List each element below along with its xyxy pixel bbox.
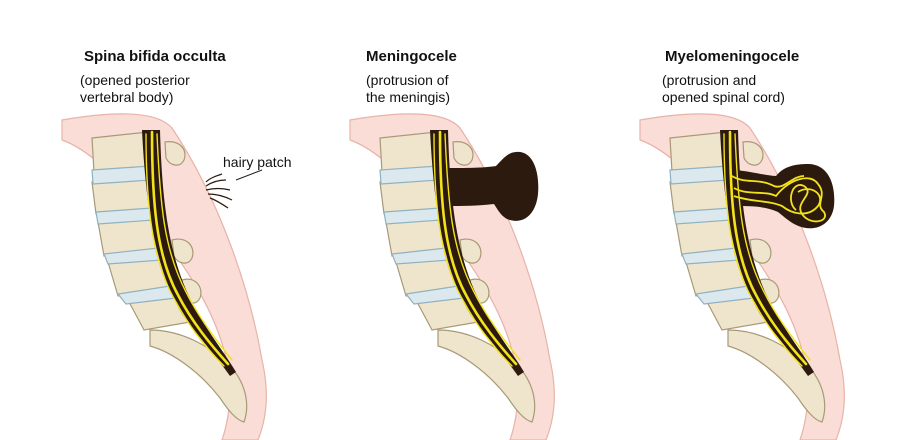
- panel-title-spina-bifida-occulta: Spina bifida occulta: [84, 48, 226, 65]
- panel-title-meningocele: Meningocele: [366, 48, 457, 65]
- panel-subtitle-spina-bifida-occulta: (opened posterior vertebral body): [80, 72, 190, 105]
- hairy-patch-label: hairy patch: [223, 154, 292, 170]
- spine-myelomeningocele: [639, 113, 845, 440]
- spine-meningocele: [349, 113, 555, 440]
- panel-title-myelomeningocele: Myelomeningocele: [665, 48, 800, 65]
- panel-subtitle-myelomeningocele: (protrusion and opened spinal cord): [662, 72, 785, 105]
- hairy-patch-leader-line: [235, 169, 263, 181]
- panel-subtitle-meningocele: (protrusion of the meningis): [366, 72, 451, 105]
- tangled-spinal-cord: [731, 175, 826, 223]
- meningeal-sac: [446, 151, 539, 221]
- spine-spina-bifida-occulta: [61, 113, 267, 440]
- hairy-patch-mark: [205, 173, 233, 209]
